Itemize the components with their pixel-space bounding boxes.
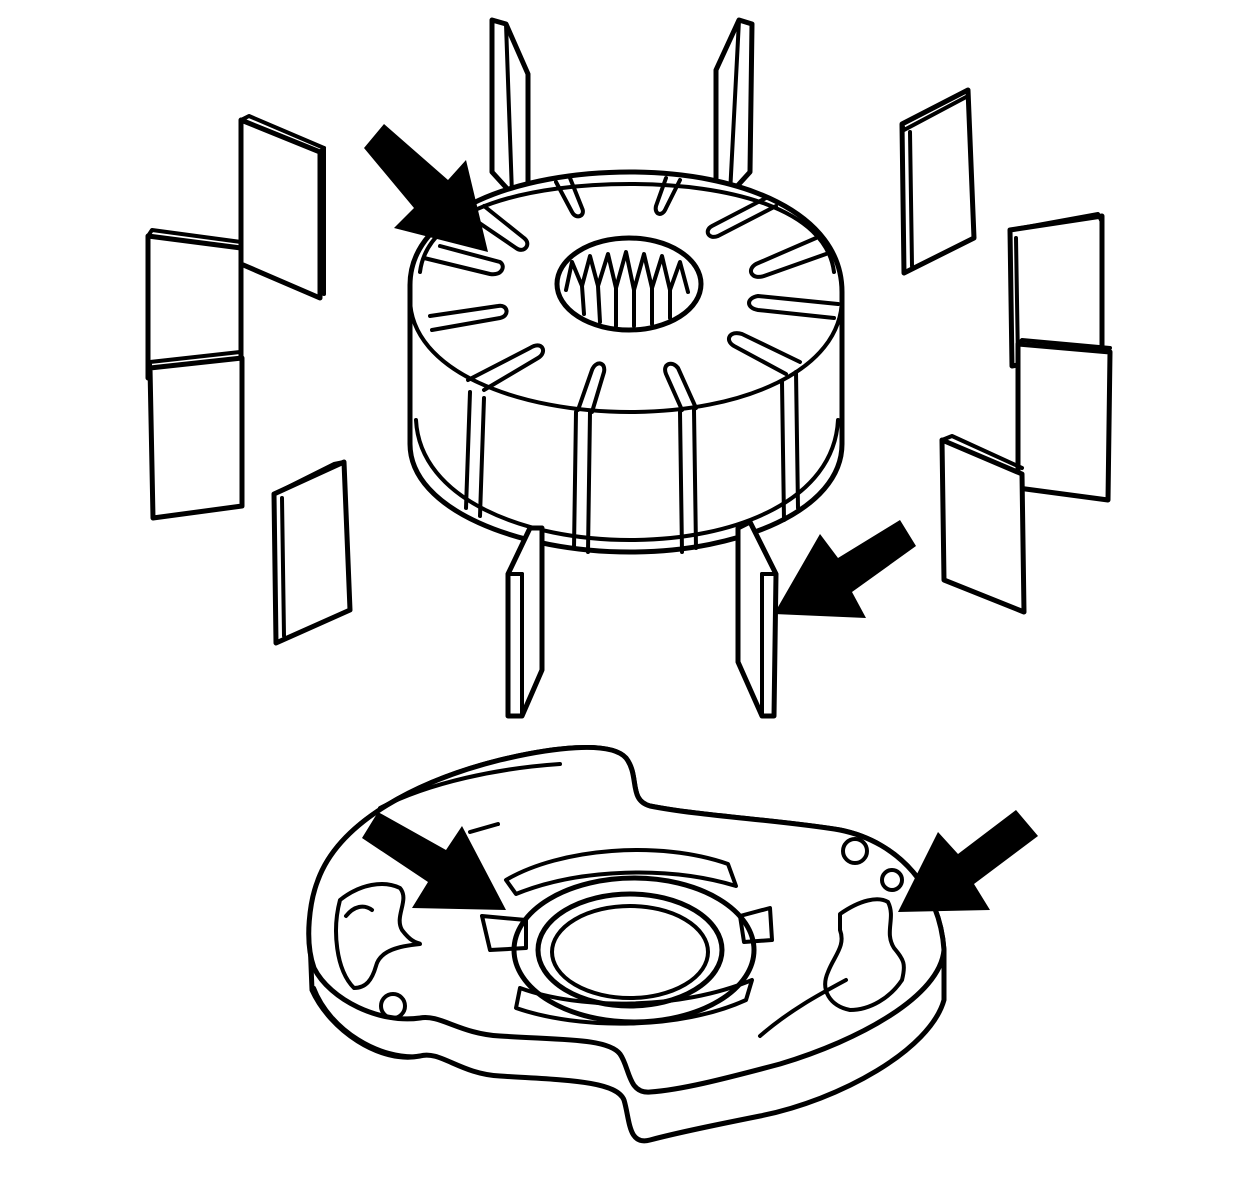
vanes-bottom-group	[505, 519, 779, 719]
rotor-face-slots	[422, 176, 840, 414]
rotor-body	[407, 169, 845, 555]
pump-plate-mark	[468, 822, 500, 834]
arrow-rotor-top	[364, 124, 488, 252]
vane-top-left	[489, 17, 531, 197]
vane-left-lower	[147, 350, 245, 521]
vanes-top-group	[489, 17, 755, 197]
pump-plate-right-pocket	[758, 837, 906, 1038]
callout-arrows	[362, 124, 1038, 912]
rotor-splines	[564, 250, 690, 328]
vane-right-small	[939, 434, 1027, 615]
vane-top-right	[713, 17, 755, 197]
pump-plate-left-pocket	[334, 882, 422, 1020]
vane-right-lower	[1015, 338, 1113, 503]
vane-left-small	[271, 459, 353, 646]
vanes-left-group	[145, 114, 353, 646]
pump-plate-center-ring	[511, 875, 757, 1025]
rotor-side-slots	[464, 370, 800, 554]
rotor-center-bore	[554, 235, 704, 333]
pump-plate	[306, 744, 947, 1144]
arrow-plate-right	[898, 810, 1038, 912]
vane-left-top	[238, 114, 326, 301]
vanes-right-group	[899, 87, 1113, 615]
rotor	[407, 169, 845, 555]
vane-bottom-left	[505, 525, 545, 719]
pump-plate-upper-edge	[378, 762, 562, 810]
vane-right-top	[899, 87, 977, 276]
rotor-top-face-edge	[408, 296, 844, 414]
pump-plate-lower-edge	[312, 986, 422, 1059]
pump-plate-ports	[480, 848, 774, 1026]
vane-bottom-right	[735, 519, 779, 719]
rotor-bottom-rim	[414, 418, 840, 542]
arrow-vane-bottom-right	[774, 520, 916, 618]
arrow-plate-left	[362, 812, 506, 910]
